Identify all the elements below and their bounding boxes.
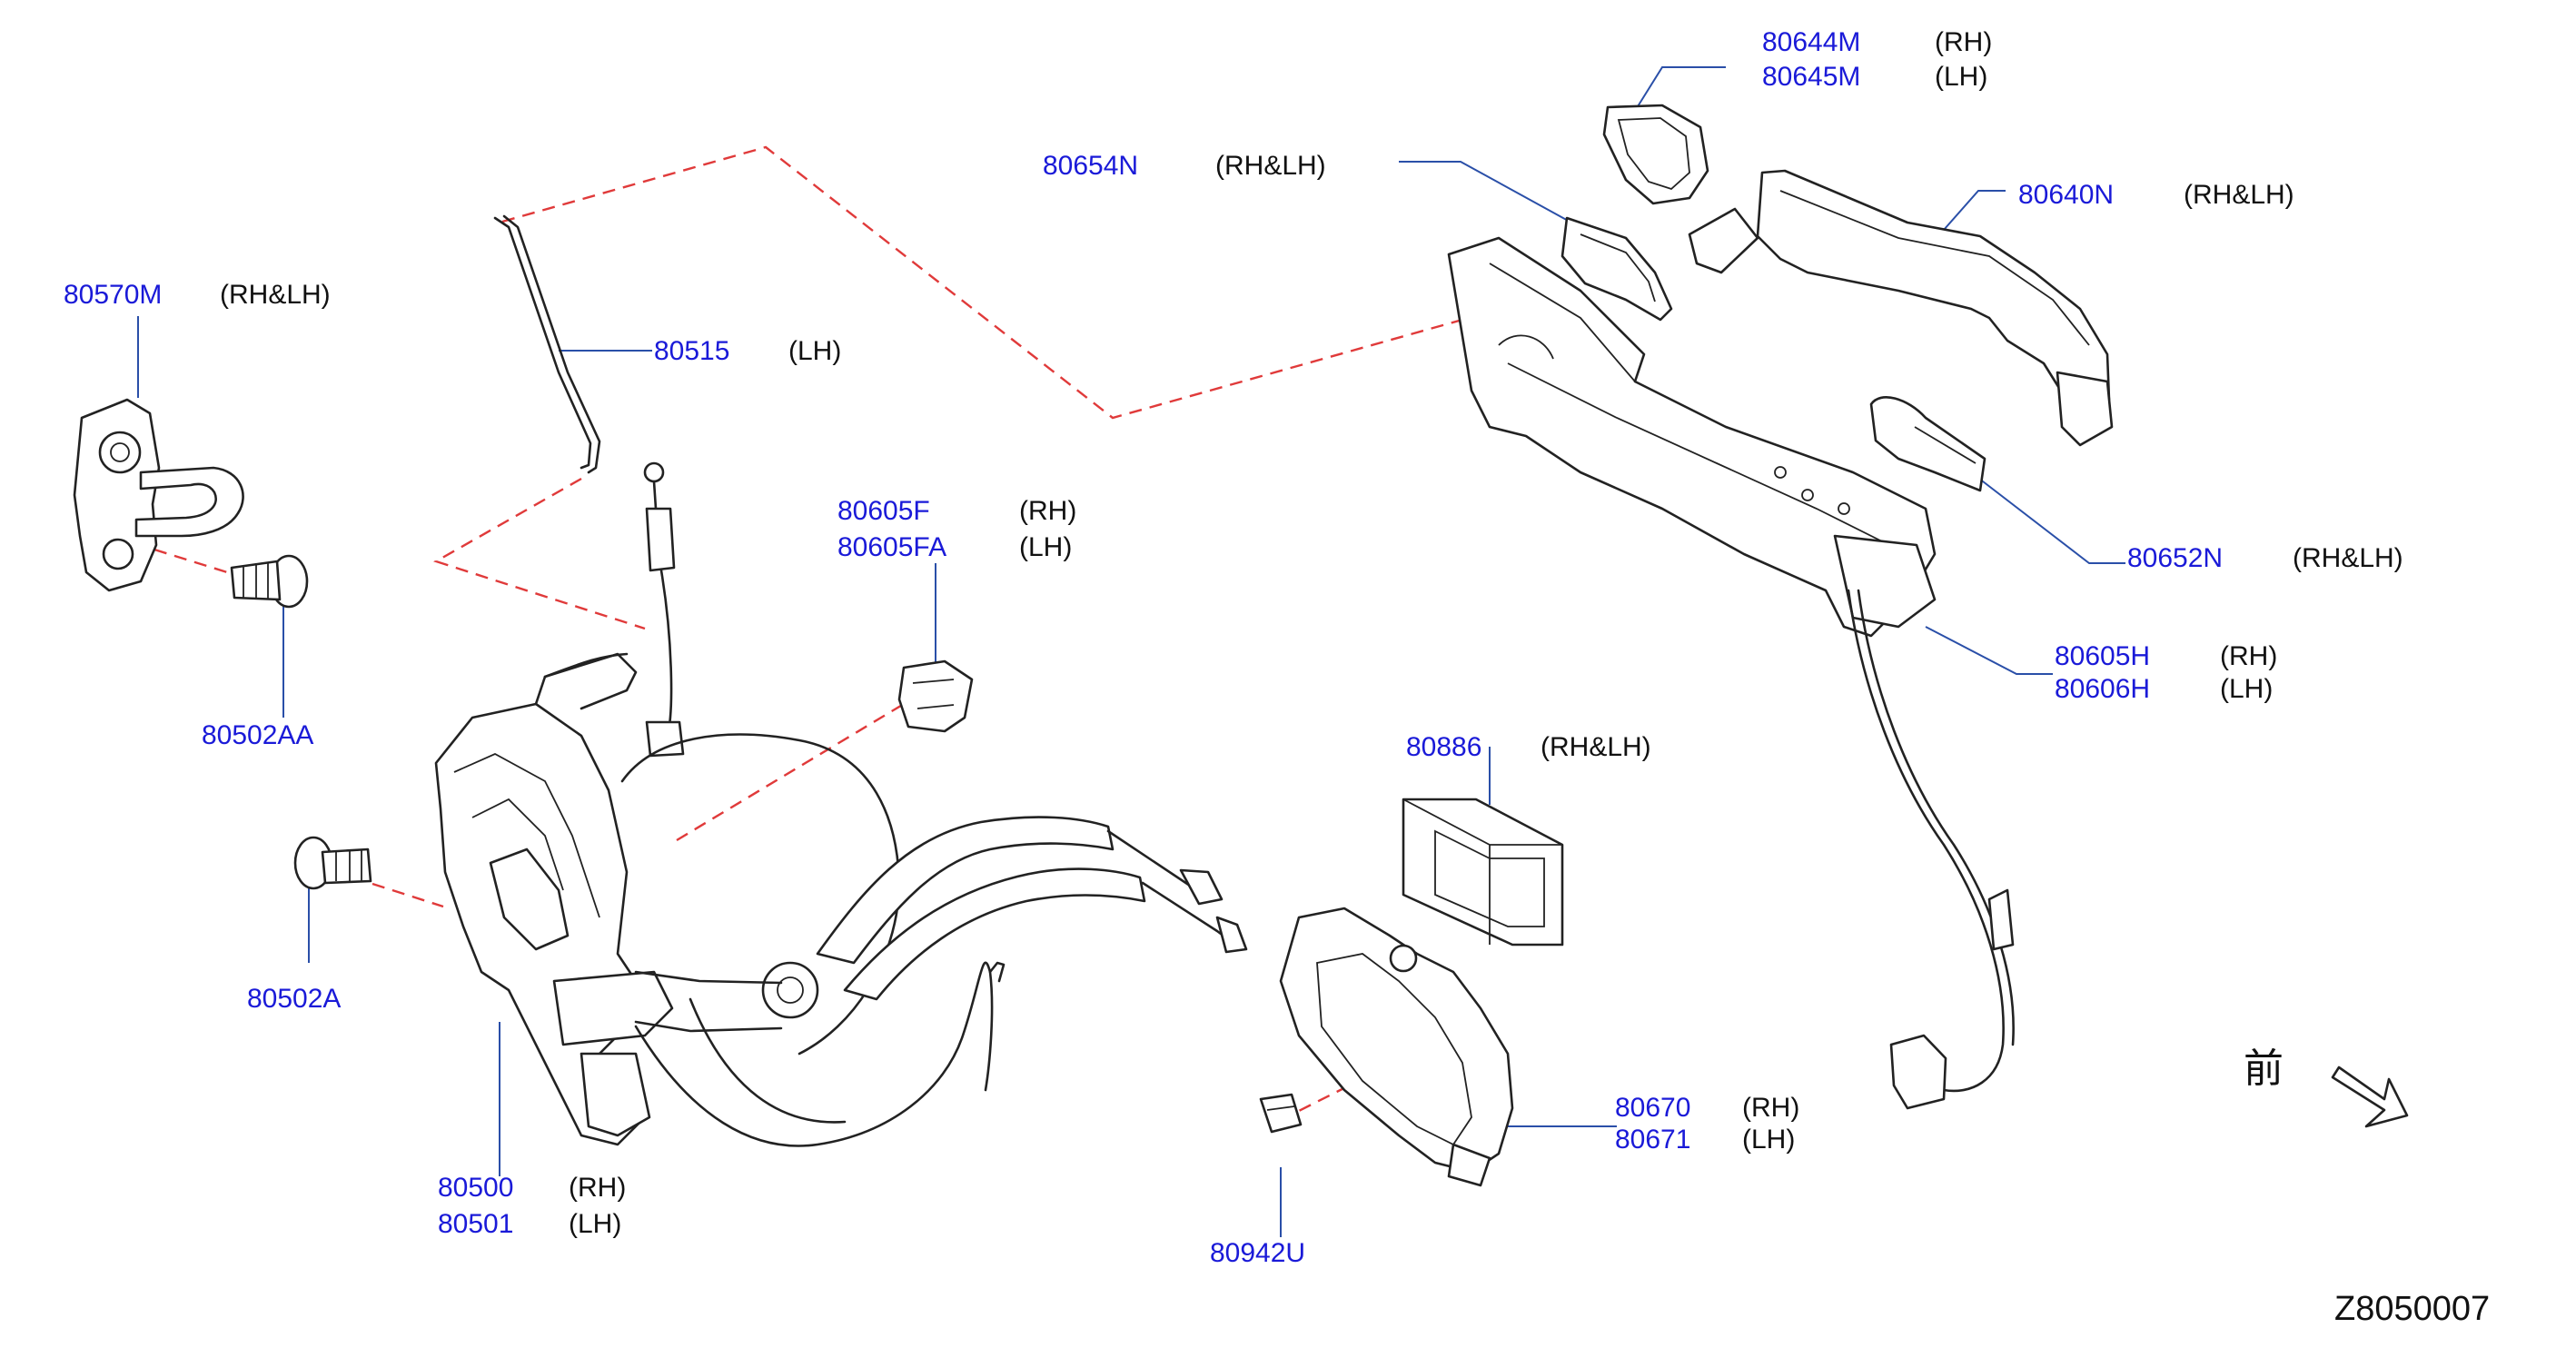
part-80605F[interactable]: 80605F (RH) (837, 496, 1076, 526)
part-80671[interactable]: 80671 (LH) (1615, 1125, 1795, 1155)
part-80500[interactable]: 80500 (RH) (438, 1173, 626, 1203)
part-number: 80652N (2127, 543, 2224, 573)
part-number: 80605H (2055, 641, 2151, 671)
side-label: (RH&LH) (1541, 732, 1651, 762)
part-number: 80640N (2018, 180, 2115, 210)
side-label: (LH) (788, 336, 842, 366)
side-label: (LH) (569, 1209, 622, 1239)
part-80605H[interactable]: 80605H (RH) (2055, 641, 2277, 671)
part-number: 80502AA (202, 720, 314, 750)
side-label: (LH) (2220, 674, 2274, 704)
side-label: (RH) (2220, 641, 2278, 671)
part-80606H[interactable]: 80606H (LH) (2055, 674, 2273, 704)
side-label: (RH&LH) (220, 280, 331, 310)
side-label: (LH) (1742, 1125, 1796, 1155)
part-80501[interactable]: 80501 (LH) (438, 1209, 621, 1239)
part-number: 80502A (247, 984, 342, 1014)
part-80654N[interactable]: 80654N (RH&LH) (1043, 151, 1326, 181)
part-80942U[interactable]: 80942U (1210, 1240, 1305, 1267)
inside-handle-part (1279, 907, 1514, 1187)
striker-part (73, 398, 244, 592)
small-clip-part (1259, 1093, 1303, 1134)
outside-handle-part (1688, 169, 2114, 447)
trim-cap-part (1869, 396, 1986, 492)
front-direction-arrow-icon (2331, 1066, 2409, 1128)
lock-rod-part (493, 214, 601, 474)
side-label: (RH&LH) (2293, 543, 2403, 573)
door-lock-actuator-part (434, 652, 674, 1146)
diagram-code: Z8050007 (2334, 1290, 2491, 1328)
lock-cable-part (643, 461, 685, 758)
part-80644M[interactable]: 80644M (RH) (1762, 27, 1992, 57)
part-80502AA[interactable]: 80502AA (202, 722, 313, 749)
part-80886[interactable]: 80886 (RH&LH) (1406, 732, 1651, 762)
handle-cable-part (1847, 589, 2015, 1110)
part-80640N[interactable]: 80640N (RH&LH) (2018, 180, 2294, 210)
handle-cap-part (1602, 104, 1709, 205)
part-number: 80644M (1762, 27, 1861, 57)
part-number: 80606H (2055, 674, 2151, 704)
part-number: 80500 (438, 1173, 514, 1203)
side-label: (RH) (569, 1173, 627, 1203)
part-number: 80670 (1615, 1093, 1691, 1123)
control-cables-part (620, 733, 1248, 1147)
bolt-part-2 (293, 836, 372, 890)
gasket-part (1560, 216, 1673, 322)
part-number: 80645M (1762, 62, 1861, 92)
foam-pad-part (1402, 798, 1564, 947)
part-80652N[interactable]: 80652N (RH&LH) (2127, 543, 2403, 573)
part-80645M[interactable]: 80645M (LH) (1762, 62, 1987, 92)
handle-bracket-part (1447, 236, 1937, 638)
cable-clip-part (897, 659, 974, 733)
part-80570M[interactable]: 80570M (RH&LH) (64, 280, 331, 310)
side-label: (LH) (1019, 532, 1073, 562)
side-label: (RH) (1742, 1093, 1800, 1123)
bolt-part (230, 554, 309, 609)
part-80502A[interactable]: 80502A (247, 986, 341, 1013)
part-80605FA[interactable]: 80605FA (LH) (837, 532, 1072, 562)
part-number: 80605FA (837, 532, 947, 562)
part-80670[interactable]: 80670 (RH) (1615, 1093, 1799, 1123)
part-number: 80515 (654, 336, 730, 366)
side-label: (RH) (1935, 27, 1993, 57)
part-number: 80671 (1615, 1125, 1691, 1155)
leader-lines (137, 66, 2125, 1237)
part-number: 80501 (438, 1209, 514, 1239)
part-80515[interactable]: 80515 (LH) (654, 336, 841, 366)
side-label: (RH) (1019, 496, 1077, 526)
part-number: 80886 (1406, 732, 1482, 762)
part-number: 80942U (1210, 1238, 1306, 1268)
front-direction-glyph: 前 (2244, 1046, 2284, 1092)
part-number: 80570M (64, 280, 163, 310)
part-number: 80605F (837, 496, 930, 526)
side-label: (LH) (1935, 62, 1988, 92)
side-label: (RH&LH) (2184, 180, 2294, 210)
part-number: 80654N (1043, 151, 1139, 181)
side-label: (RH&LH) (1215, 151, 1326, 181)
